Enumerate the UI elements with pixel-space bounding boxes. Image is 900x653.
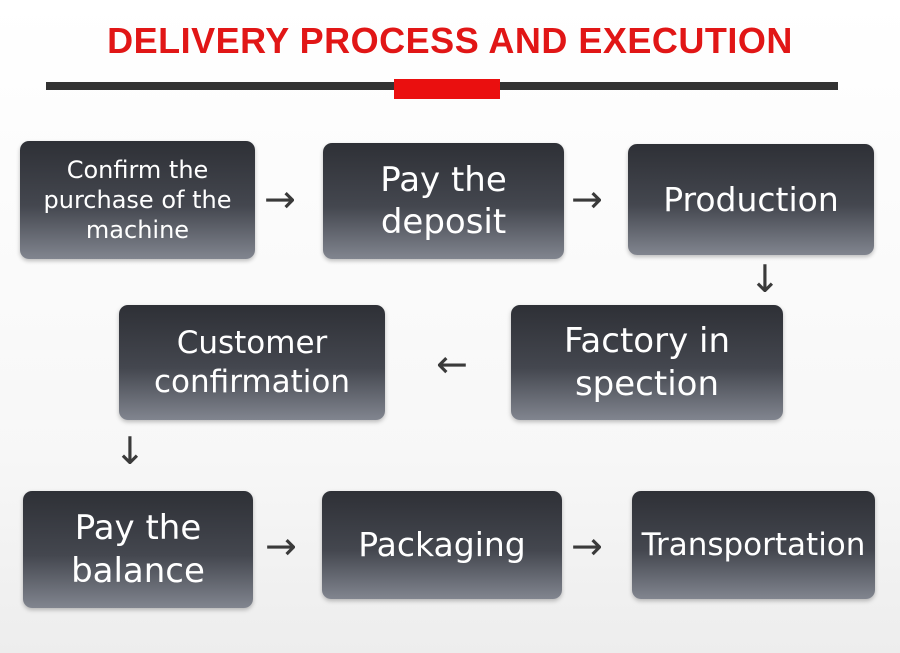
- arrow-right-icon: →: [571, 177, 603, 221]
- step-confirm-purchase: Confirm the purchase of the machine: [20, 141, 255, 259]
- arrow-right-icon: →: [264, 177, 296, 221]
- arrow-left-icon: ←: [436, 342, 468, 386]
- step-pay-deposit: Pay the deposit: [323, 143, 564, 259]
- arrow-right-icon: →: [265, 524, 297, 568]
- arrow-down-icon: ↓: [114, 429, 146, 473]
- page-title: DELIVERY PROCESS AND EXECUTION: [107, 20, 793, 61]
- step-production: Production: [628, 144, 874, 255]
- step-label: Factory in spection: [564, 321, 730, 404]
- arrow-right-icon: →: [571, 524, 603, 568]
- step-label: Pay the deposit: [380, 159, 507, 243]
- step-label: Confirm the purchase of the machine: [43, 156, 232, 244]
- step-transportation: Transportation: [632, 491, 875, 599]
- step-customer-confirmation: Customer confirmation: [119, 305, 385, 420]
- step-label: Transportation: [641, 526, 866, 563]
- step-label: Packaging: [358, 525, 526, 565]
- step-pay-balance: Pay the balance: [23, 491, 253, 608]
- step-factory-inspection: Factory in spection: [511, 305, 783, 420]
- title-accent-bar: [394, 79, 500, 99]
- step-label: Customer confirmation: [154, 324, 350, 400]
- step-label: Production: [663, 179, 839, 219]
- step-packaging: Packaging: [322, 491, 562, 599]
- step-label: Pay the balance: [71, 508, 205, 591]
- arrow-down-icon: ↓: [749, 257, 781, 301]
